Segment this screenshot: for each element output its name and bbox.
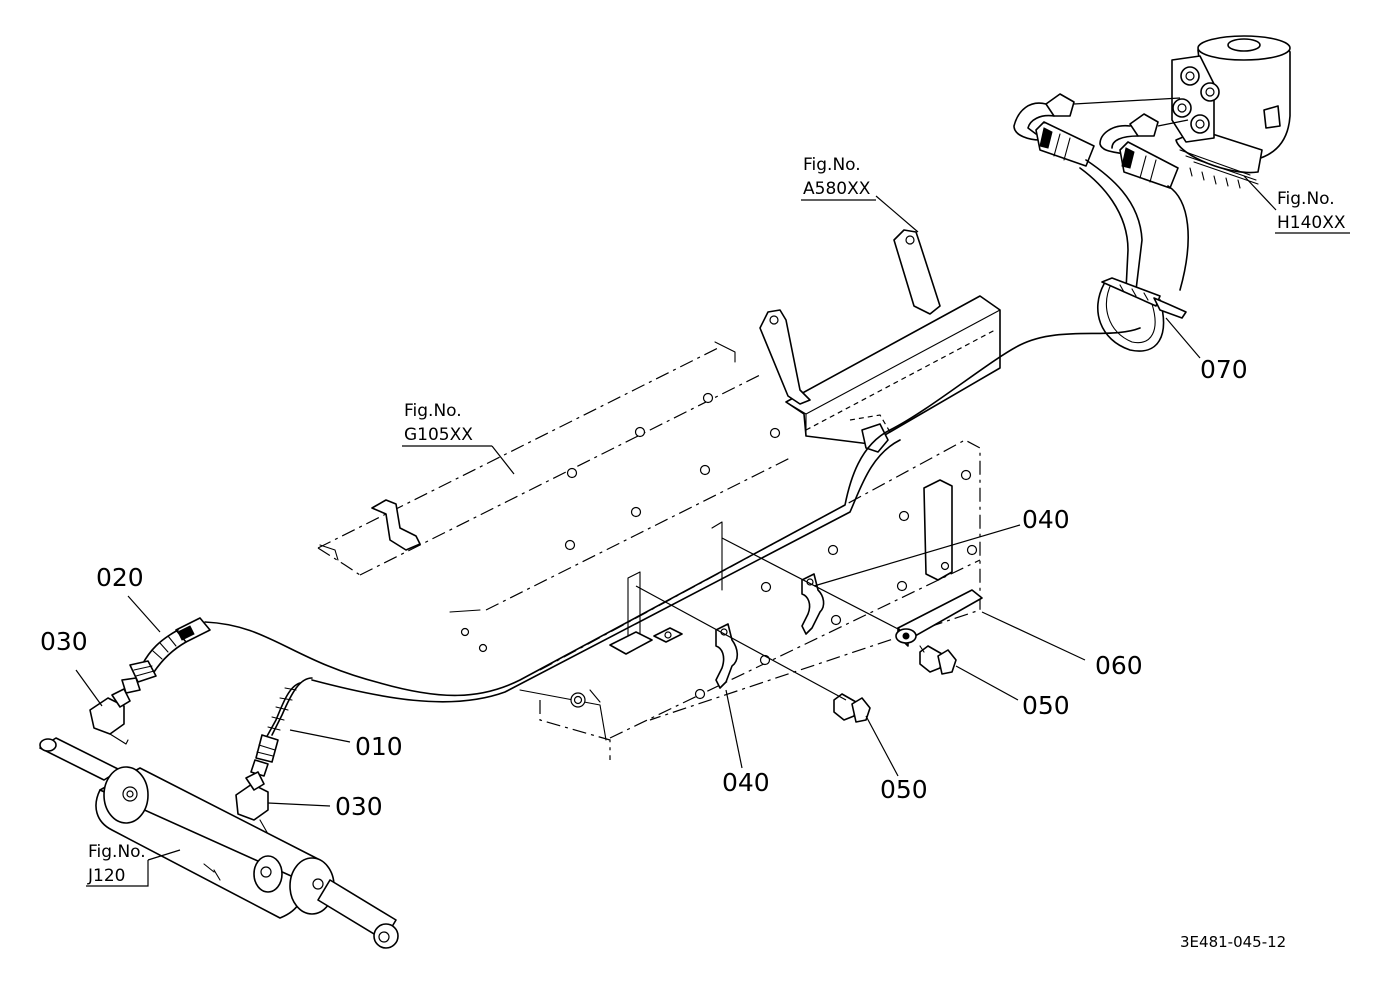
- hose-010: [250, 677, 313, 777]
- steering-unit: [1171, 35, 1291, 189]
- pipe-clamp-040-lower: [715, 623, 739, 689]
- bolt-050-right: [919, 645, 957, 675]
- callout-040-upper[interactable]: 040: [1022, 505, 1070, 534]
- upper-hoses: [1013, 93, 1189, 291]
- elbow-030-left: [89, 688, 131, 745]
- pipe-clamp-040-upper: [801, 573, 825, 635]
- bolt-050-left: [833, 693, 871, 723]
- callout-010[interactable]: 010: [355, 732, 403, 761]
- fig-ref-h140[interactable]: Fig.No. H140XX: [1275, 189, 1350, 234]
- callout-060[interactable]: 060: [1095, 651, 1143, 680]
- fig-ref-h140-label: Fig.No.: [1277, 189, 1335, 209]
- fig-ref-a580-code: A580XX: [803, 179, 871, 199]
- callout-070[interactable]: 070: [1200, 355, 1248, 384]
- hose-ferrule-b: [1119, 141, 1179, 189]
- callout-040-lower[interactable]: 040: [722, 768, 770, 797]
- callout-050-right[interactable]: 050: [1022, 691, 1070, 720]
- steering-cylinder: [39, 737, 399, 949]
- hose-ferrule-a: [1035, 121, 1095, 167]
- hydraulic-pipe: [204, 327, 1141, 703]
- elbow-030-right: [235, 771, 269, 835]
- fig-ref-j120-label: Fig.No.: [88, 842, 146, 862]
- fig-ref-g105-code: G105XX: [404, 425, 473, 445]
- frame-rail-lower: [460, 439, 981, 760]
- fig-ref-a580[interactable]: Fig.No. A580XX: [801, 155, 876, 201]
- hose-020: [121, 617, 211, 694]
- cross-member-bracket: [759, 229, 1001, 453]
- callout-030-right[interactable]: 030: [335, 792, 383, 821]
- fig-ref-g105-label: Fig.No.: [404, 401, 462, 421]
- fig-ref-a580-label: Fig.No.: [803, 155, 861, 175]
- band-clamp-070: [1096, 277, 1187, 352]
- drawing-code: 3E481-045-12: [1180, 933, 1286, 951]
- callout-050-left[interactable]: 050: [880, 775, 928, 804]
- port-fittings: [1172, 66, 1220, 134]
- fig-ref-j120[interactable]: Fig.No. J120: [86, 842, 149, 887]
- fig-ref-g105[interactable]: Fig.No. G105XX: [402, 401, 492, 447]
- plate-060: [895, 589, 983, 647]
- fig-ref-j120-code: J120: [87, 866, 125, 886]
- frame-rail-upper: [317, 341, 791, 613]
- leader-lines: [75, 175, 1277, 861]
- callout-030-left[interactable]: 030: [40, 627, 88, 656]
- fig-ref-h140-code: H140XX: [1277, 213, 1346, 233]
- callout-020[interactable]: 020: [96, 563, 144, 592]
